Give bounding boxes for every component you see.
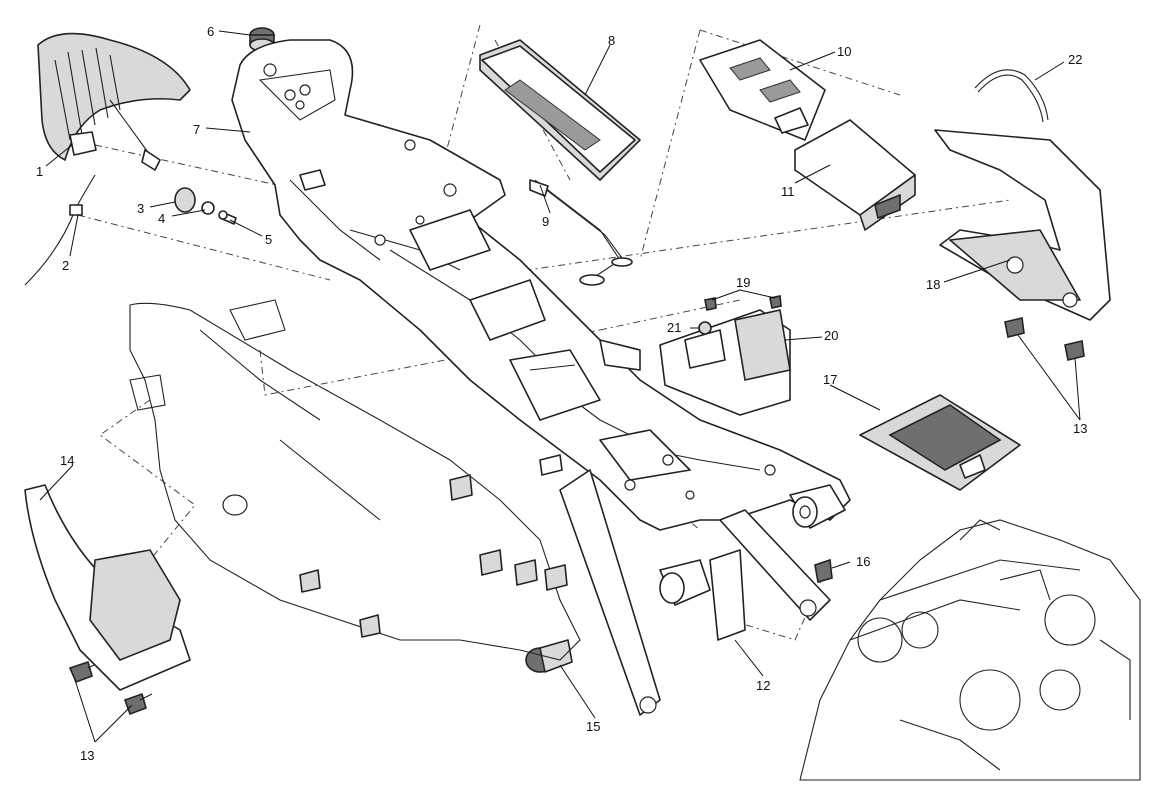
cable-tie-part-2 <box>24 174 96 286</box>
strip-part-12 <box>709 549 746 641</box>
bracket-part-20 <box>659 309 791 416</box>
callout-3: 3 <box>137 201 144 216</box>
rear-subframe-part-7 <box>231 39 851 716</box>
callout-20: 20 <box>824 328 838 343</box>
callout-22: 22 <box>1068 52 1082 67</box>
callout-7: 7 <box>193 122 200 137</box>
callout-12: 12 <box>756 678 770 693</box>
holder-part-10 <box>699 39 826 141</box>
card-part-17 <box>859 394 1021 491</box>
callout-13-right: 13 <box>1073 421 1087 436</box>
screw-set-right-part-13 <box>1004 317 1085 361</box>
callout-10: 10 <box>837 44 851 59</box>
tail-light-part-1 <box>37 32 191 171</box>
callout-2: 2 <box>62 258 69 273</box>
callout-8: 8 <box>608 33 615 48</box>
callout-14: 14 <box>60 453 74 468</box>
cable-part-22 <box>974 69 1049 123</box>
leader-lines <box>39 30 1081 743</box>
callout-15: 15 <box>586 719 600 734</box>
callout-11: 11 <box>781 184 795 199</box>
fastener-set-parts-3-4-5 <box>174 187 237 225</box>
engine-outline <box>799 519 1141 781</box>
callout-6: 6 <box>207 24 214 39</box>
callout-19: 19 <box>736 275 750 290</box>
callout-9: 9 <box>542 214 549 229</box>
callout-13-left: 13 <box>80 748 94 763</box>
pad-part-8 <box>479 39 641 181</box>
clip-part-16 <box>814 558 833 584</box>
callout-4: 4 <box>158 211 165 226</box>
grab-handle-part-9 <box>529 179 633 286</box>
callout-5: 5 <box>265 232 272 247</box>
callout-16: 16 <box>856 554 870 569</box>
callout-17: 17 <box>823 372 837 387</box>
screw-set-left-part-13 <box>68 660 153 716</box>
nut-part-21 <box>698 321 712 335</box>
screws-part-19 <box>704 295 782 311</box>
side-fairing-part-14 <box>24 484 191 691</box>
callout-1: 1 <box>36 164 43 179</box>
unit-part-11 <box>794 119 916 231</box>
undertray-outline <box>129 299 581 661</box>
bushing-part-15 <box>525 639 573 673</box>
callout-labels: 1 2 3 4 5 6 7 8 9 10 11 12 13 13 14 15 1… <box>36 24 1087 763</box>
side-panel-part-18 <box>934 129 1111 321</box>
callout-21: 21 <box>667 320 681 335</box>
callout-18: 18 <box>926 277 940 292</box>
